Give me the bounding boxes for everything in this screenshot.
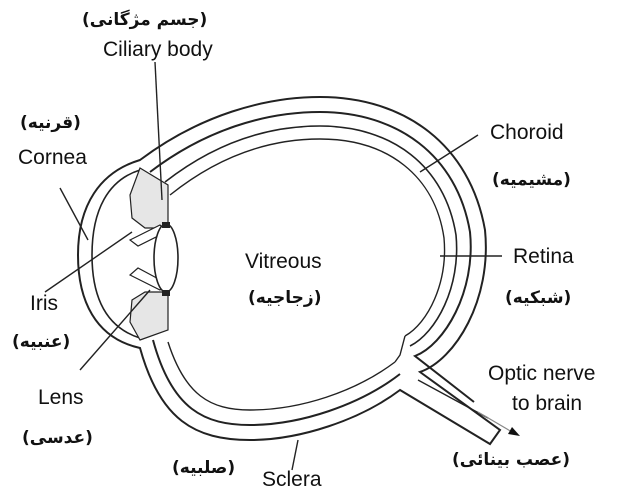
cornea-label-en: Cornea: [18, 146, 87, 170]
sclera-label-en: Sclera: [262, 468, 322, 492]
ciliary-body-label-en: Ciliary body: [103, 38, 213, 62]
leader-sclera: [292, 440, 298, 470]
optic-nerve-label-fa: (عصب بینائی): [452, 450, 570, 470]
arrow-to-brain-head: [508, 427, 520, 436]
lens-label-en: Lens: [38, 386, 84, 410]
vitreous-label-en: Vitreous: [245, 250, 322, 274]
vitreous-label-fa: (زجاجیه): [248, 288, 321, 308]
iris-label-en: Iris: [30, 292, 58, 316]
lens-label-fa: (عدسی): [22, 428, 93, 448]
optic-nerve-label-line2: to brain: [512, 392, 582, 416]
retina-label-fa: (شبکیه): [505, 288, 571, 308]
ciliary-body-label-fa: (جسم مژگانی): [82, 10, 207, 30]
optic-nerve-label-line1: Optic nerve: [488, 362, 595, 386]
retina-label-en: Retina: [513, 245, 574, 269]
ciliary-attachment-bottom: [162, 290, 170, 296]
sclera-label-fa: (صلبیه): [172, 458, 235, 478]
lens-shape: [154, 224, 178, 292]
iris-label-fa: (عنبیه): [12, 332, 70, 352]
choroid-label-en: Choroid: [490, 121, 564, 145]
choroid-label-fa: (مشیمیه): [492, 170, 571, 190]
ciliary-attachment-top: [162, 222, 170, 228]
cornea-label-fa: (قرنیه): [20, 113, 81, 133]
